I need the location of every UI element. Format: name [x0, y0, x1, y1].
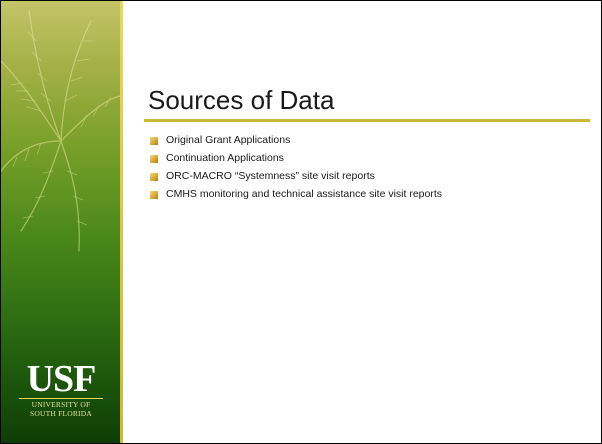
usf-logo: USF UNIVERSITY OF SOUTH FLORIDA — [19, 358, 103, 418]
logo-divider — [19, 398, 103, 399]
list-item: CMHS monitoring and technical assistance… — [150, 188, 570, 201]
palm-frond-icon — [1, 10, 120, 252]
square-bullet-icon — [150, 191, 158, 199]
slide-sidebar: USF UNIVERSITY OF SOUTH FLORIDA — [1, 1, 120, 443]
logo-mark: USF — [26, 358, 97, 400]
square-bullet-icon — [150, 137, 158, 145]
logo-line-1: UNIVERSITY OF — [31, 400, 91, 409]
bullet-text: Continuation Applications — [166, 152, 284, 164]
list-item: Continuation Applications — [150, 152, 570, 165]
slide-title: Sources of Data — [148, 85, 335, 115]
bullet-list: Original Grant Applications Continuation… — [150, 134, 570, 206]
square-bullet-icon — [150, 173, 158, 181]
list-item: ORC-MACRO “Systemness” site visit report… — [150, 170, 570, 183]
bullet-text: ORC-MACRO “Systemness” site visit report… — [166, 170, 375, 182]
square-bullet-icon — [150, 155, 158, 163]
bullet-text: Original Grant Applications — [166, 134, 291, 146]
bullet-text: CMHS monitoring and technical assistance… — [166, 188, 443, 200]
sidebar-accent-edge — [120, 1, 123, 443]
logo-line-2: SOUTH FLORIDA — [30, 409, 92, 418]
title-underline — [144, 119, 590, 122]
list-item: Original Grant Applications — [150, 134, 570, 147]
